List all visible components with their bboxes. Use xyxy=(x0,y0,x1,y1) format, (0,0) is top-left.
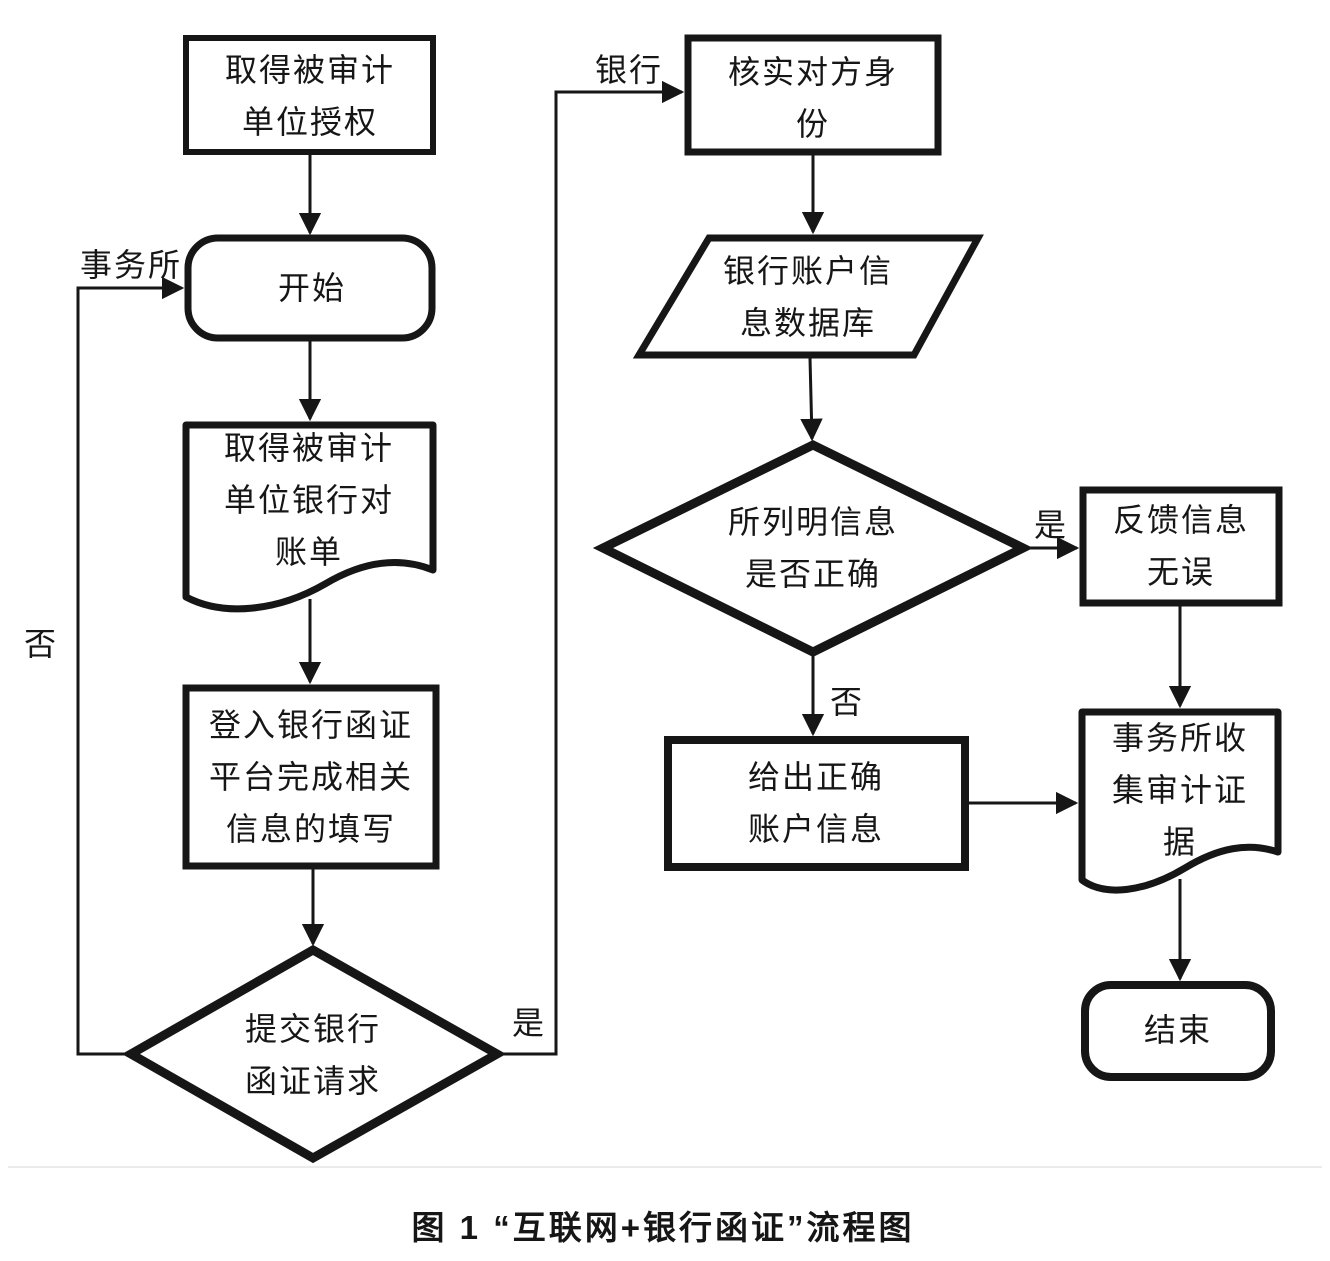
obtain-authorization-box xyxy=(183,35,436,155)
bank-statement-document xyxy=(182,421,437,613)
account-database-parallelogram xyxy=(632,234,984,359)
bank-lane-label: 银行 xyxy=(594,52,664,88)
info-correct-diamond xyxy=(592,439,1034,658)
verify-identity-box xyxy=(684,34,942,156)
end-label: 结束 xyxy=(1143,1012,1213,1048)
submit-request-label: 提交银行 函证请求 xyxy=(244,1011,382,1099)
give-correct-info-label: 给出正确 账户信息 xyxy=(747,759,885,847)
login-platform-box xyxy=(182,684,440,870)
account-database-label: 银行账户信 息数据库 xyxy=(722,253,894,341)
feedback-ok-label: 反馈信息 无误 xyxy=(1112,502,1250,590)
end-terminal xyxy=(1081,981,1275,1081)
login-platform-label: 登入银行函证 平台完成相关 信息的填写 xyxy=(208,707,414,847)
correct-yes-label: 是 xyxy=(1033,507,1069,543)
info-correct-label: 所列明信息 是否正确 xyxy=(727,504,899,592)
feedback-ok-box xyxy=(1079,486,1283,607)
collect-evidence-label: 事务所收 集审计证 据 xyxy=(1111,720,1249,860)
submit-request-diamond xyxy=(121,944,507,1164)
start-terminal xyxy=(184,234,436,342)
collect-evidence-document xyxy=(1078,708,1282,894)
give-correct-info-box xyxy=(664,736,969,871)
submit-no-label: 否 xyxy=(23,626,59,662)
bank-statement-label: 取得被审计 单位银行对 账单 xyxy=(223,430,395,570)
edge-submit-yes-to-verify xyxy=(499,80,685,1056)
start-label: 开始 xyxy=(277,270,347,306)
verify-identity-label: 核实对方身 份 xyxy=(727,54,899,142)
obtain-authorization-label: 取得被审计 单位授权 xyxy=(224,52,396,140)
edge-submit-no-to-start xyxy=(76,276,185,1056)
edge-database-to-correct xyxy=(800,357,823,442)
firm-lane-label: 事务所 xyxy=(79,247,183,283)
correct-no-label: 否 xyxy=(829,684,865,720)
figure-caption: 图 1 “互联网+银行函证”流程图 xyxy=(411,1209,915,1246)
submit-yes-label: 是 xyxy=(511,1005,547,1041)
